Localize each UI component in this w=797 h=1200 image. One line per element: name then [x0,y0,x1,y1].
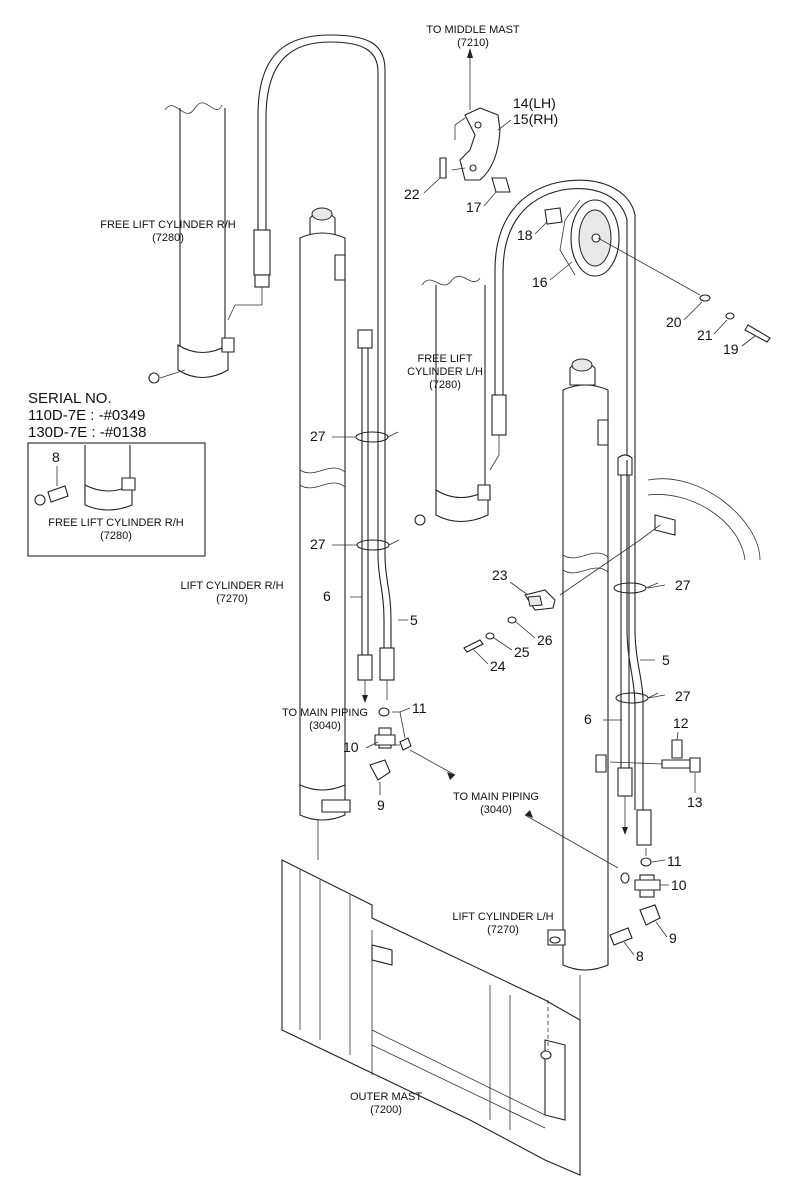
label-free-lift-rh: FREE LIFT CYLINDER R/H [100,219,236,231]
part-10-b: 10 [671,877,687,893]
part-18: 18 [517,227,533,243]
part-6-a: 6 [323,588,331,604]
label-inset-free-lift: FREE LIFT CYLINDER R/H [48,517,184,529]
label-outer-mast: OUTER MAST [350,1091,422,1103]
part-5-a: 5 [410,612,418,628]
label-lift-rh-ref: (7270) [216,593,248,605]
clamps-lh [603,582,666,721]
label-to-middle-mast: TO MIDDLE MAST [426,24,520,36]
label-to-main-piping-2: TO MAIN PIPING [453,791,539,803]
part-25: 25 [514,644,530,660]
middle-mast-bracket [439,48,771,343]
part-8-a: 8 [52,449,60,465]
clamps-rh [332,431,408,621]
label-inset-free-lift-ref: (7280) [100,530,132,542]
mast-outline-right [559,478,761,596]
free-lift-cylinder-rh [148,102,235,384]
part-5-b: 5 [662,652,670,668]
label-to-middle-mast-ref: (7210) [457,37,489,49]
label-lift-rh: LIFT CYLINDER R/H [180,580,283,592]
part-10-a: 10 [343,739,359,755]
part-11-b: 11 [667,853,682,869]
part-11-a: 11 [412,700,427,716]
fittings-rh [365,707,456,795]
part-17: 17 [466,199,482,215]
part-19: 19 [723,341,739,357]
hoses-lh [617,454,652,846]
part-27-d: 27 [675,688,691,704]
hose-free-lift-rh [227,34,386,440]
label-serial-110: 110D-7E : -#0349 [28,407,145,424]
label-to-main-piping-1-ref: (3040) [309,720,341,732]
label-free-lift-lh-1: FREE LIFT [417,353,472,365]
part-24: 24 [490,658,506,674]
part-numbers: 14(LH) 15(RH) 22 17 18 16 20 21 19 27 27… [52,95,756,964]
hose-pulley [491,179,636,460]
bracket-assembly [463,589,556,653]
part-20: 20 [666,314,682,330]
part-13: 13 [687,794,703,810]
part-27-b: 27 [310,536,326,552]
label-serial-title: SERIAL NO. [28,390,112,407]
label-to-main-piping-2-ref: (3040) [480,804,512,816]
part-21: 21 [697,327,713,343]
label-serial-130: 130D-7E : -#0138 [28,424,146,441]
free-lift-cylinder-lh [414,275,500,526]
part-8-b: 8 [636,948,644,964]
label-lift-lh-ref: (7270) [487,924,519,936]
label-free-lift-lh-2: CYLINDER L/H [407,366,483,378]
label-free-lift-lh-ref: (7280) [429,379,461,391]
part-26: 26 [537,632,553,648]
serial-inset [27,442,206,557]
part-27-c: 27 [675,577,691,593]
lift-cylinder-lh [547,358,609,971]
part-9-b: 9 [669,930,677,946]
part-27-a: 27 [310,428,326,444]
label-lift-lh: LIFT CYLINDER L/H [452,911,553,923]
label-free-lift-rh-ref: (7280) [152,232,184,244]
part-12: 12 [673,715,689,731]
label-outer-mast-ref: (7200) [370,1104,402,1116]
fittings-lh [524,810,666,946]
part-9-a: 9 [377,797,385,813]
part-23: 23 [492,567,508,583]
lift-cylinder-rh [299,207,351,821]
hoses-rh [357,329,395,703]
fitting-12-13 [609,739,701,773]
label-to-main-piping-1: TO MAIN PIPING [282,707,368,719]
part-6-b: 6 [584,711,592,727]
outer-mast [281,820,581,1176]
callout-labels: TO MIDDLE MAST (7210) FREE LIFT CYLINDER… [28,24,554,1116]
part-16: 16 [532,274,548,290]
part-15: 15(RH) [513,111,558,127]
part-14: 14(LH) [513,95,556,111]
part-22: 22 [404,186,420,202]
